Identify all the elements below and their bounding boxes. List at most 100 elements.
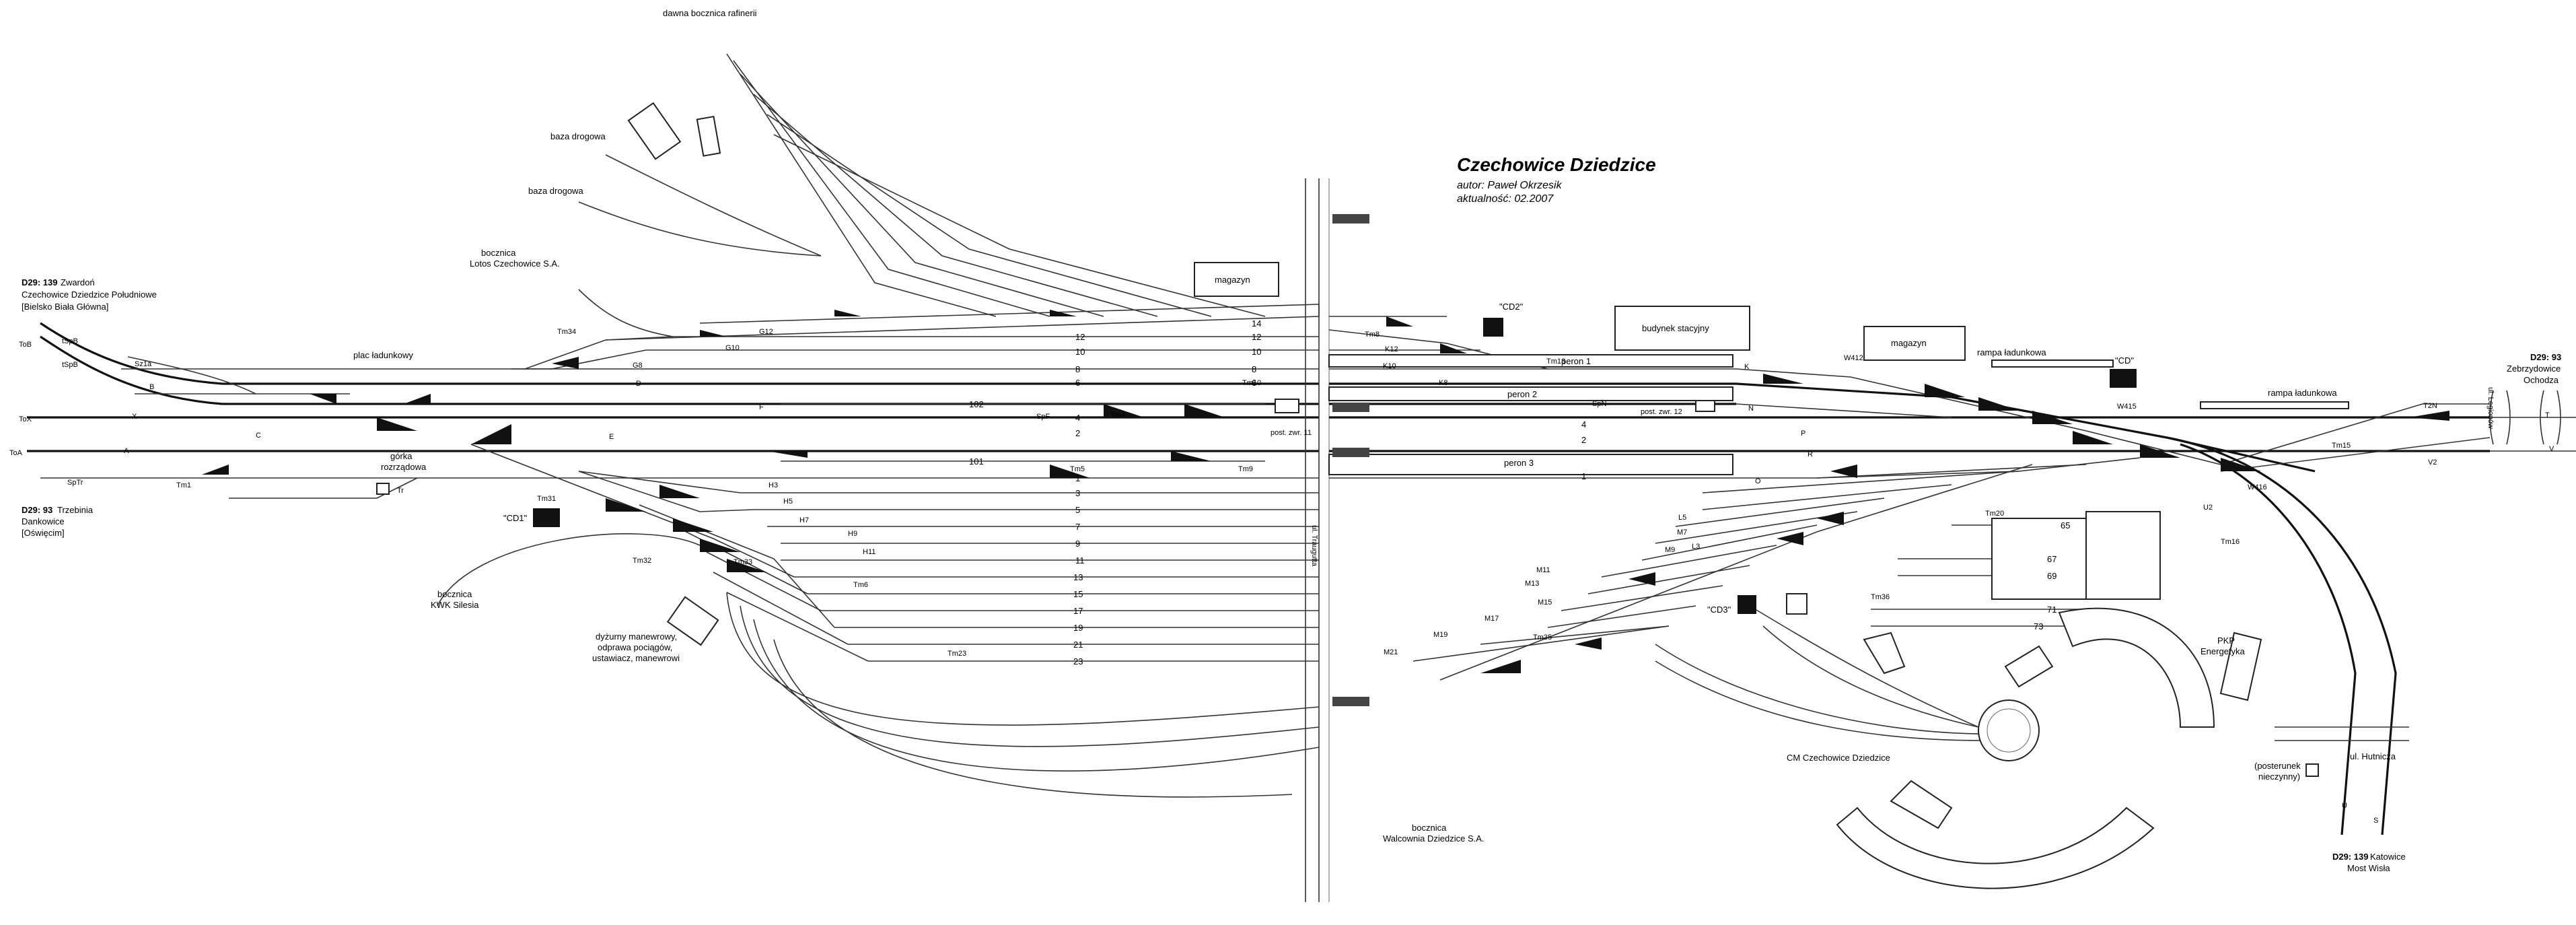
street-hutnicza-label: ul. Hutnicza <box>2350 751 2396 761</box>
track-sz1a <box>127 356 256 395</box>
station-building-label: budynek stacyjny <box>1642 323 1709 333</box>
signal-right-11: L5 <box>1678 514 1686 522</box>
loading-area-label: plac ładunkowy <box>353 350 413 360</box>
signal-right-9: O <box>1755 477 1761 485</box>
platform-2 <box>1328 386 1733 401</box>
track-label-left-7: 101 <box>969 456 984 467</box>
pkp-label: PKP <box>2217 636 2235 646</box>
signal-left-0: ToB <box>19 341 32 349</box>
cd2-label: "CD2" <box>1499 302 1524 312</box>
signal-left-17: G12 <box>759 328 773 336</box>
walcownia-name-label: Walcownia Dziedzice S.A. <box>1383 833 1484 844</box>
track-label-left-15: 15 <box>1073 589 1083 599</box>
track-label-left-2: 8 <box>1075 364 1080 374</box>
signal-left-15: Tm6 <box>853 581 868 589</box>
track-label-left-1: 10 <box>1075 347 1085 357</box>
track-label-right-3: 8 <box>1252 364 1256 374</box>
cd-label: "CD" <box>2115 355 2134 366</box>
signal-left-5: SpTr <box>67 479 83 487</box>
track-label-left-12: 9 <box>1075 539 1080 549</box>
updated-text: aktualność: 02.2007 <box>1457 193 1554 205</box>
overpass: ul. Traugutta <box>1305 178 1330 902</box>
signal-right-12: M7 <box>1677 528 1687 537</box>
yard-track-label-4: 73 <box>2034 621 2043 631</box>
hump-label: górka <box>390 451 413 461</box>
track-label-left-0: 12 <box>1075 332 1085 342</box>
signal-right-3: K8 <box>1439 379 1447 387</box>
signal-left-11: Tm10 <box>1242 379 1261 387</box>
track-label-left-5: 4 <box>1075 413 1080 423</box>
lotos-siding-label: bocznica <box>481 248 516 258</box>
signal-left-33: Sz1a <box>135 360 152 368</box>
post-unused-1-label: (posterunek <box>2254 761 2301 771</box>
track-label-left-4: 102 <box>969 399 984 409</box>
signal-right-30: U <box>2342 802 2347 810</box>
signal-right-25: T2N <box>2423 402 2437 410</box>
yard-track-label-2: 69 <box>2047 571 2056 581</box>
signal-right-20: Tm35 <box>1533 633 1552 642</box>
dest-right: Zebrzydowice <box>2507 364 2561 374</box>
warehouse-right-label: magazyn <box>1891 338 1927 348</box>
cd1-box <box>533 508 560 527</box>
platform-1 <box>1328 354 1733 368</box>
duty-1-label: dyżurny manewrowy, <box>596 631 677 642</box>
track-label-left-8: 1 <box>1075 473 1080 483</box>
signal-right-29: S <box>2373 817 2378 825</box>
signal-right-8: R <box>1808 450 1813 458</box>
duty-2-label: odprawa pociągów, <box>598 642 672 652</box>
buildings: magazyn budynek stacyjny magazyn peron 1… <box>376 102 2576 777</box>
signal-left-30: B <box>149 383 154 391</box>
signal-left-16: Tm23 <box>947 650 966 658</box>
platform-3-label: peron 3 <box>1504 458 1534 468</box>
signal-right-15: M13 <box>1525 580 1539 588</box>
pkp-energetyka-label: Energetyka <box>2201 646 2246 656</box>
station-top-left: Czechowice Dziedzice Południowe <box>22 289 157 300</box>
signal-right-0: Tm8 <box>1365 331 1380 339</box>
dest-bottom-left: Trzebinia <box>57 505 94 515</box>
warehouse-left <box>1194 262 1279 297</box>
left-yard-tracks <box>437 53 1320 798</box>
main-track-6-left <box>40 322 1319 385</box>
signal-right-23: Tm15 <box>2332 442 2351 450</box>
signal-left-7: Tm34 <box>557 328 576 336</box>
cd-box <box>2110 369 2137 388</box>
signal-left-1: tSpB <box>62 337 78 345</box>
track-label-right-2: 10 <box>1252 347 1261 357</box>
edge-bottom-left: D29: 93 Trzebinia Dankowice [Oświęcim] <box>22 505 94 538</box>
cd2-box <box>1483 318 1503 337</box>
track-label-left-3: 6 <box>1075 378 1080 388</box>
signal-right-7: P <box>1801 430 1805 438</box>
track-label-left-10: 5 <box>1075 505 1080 515</box>
signal-left-6: Tm1 <box>176 481 191 489</box>
cd3-label: "CD3" <box>1707 605 1731 615</box>
platform-2-label: peron 2 <box>1507 389 1537 399</box>
signal-left-2: tSpB <box>62 361 78 369</box>
street-legionow-label: ul. Legionów <box>2486 387 2495 429</box>
signal-left-29: A <box>124 447 129 455</box>
left-labels: dawna bocznica rafinerii baza drogowa ba… <box>353 8 2495 844</box>
track-label-right-0: 14 <box>1252 318 1261 329</box>
signal-left-22: F <box>759 403 764 411</box>
track-label-left-14: 13 <box>1073 572 1083 582</box>
track-label-right-1: 12 <box>1252 332 1261 342</box>
post-11-label: post. zwr. 11 <box>1271 429 1312 437</box>
signal-left-3: ToX <box>19 415 32 423</box>
edge-right: D29: 93 Zebrzydowice Ochodza <box>2507 352 2561 385</box>
signal-left-25: H7 <box>799 516 809 524</box>
signal-left-31: C <box>256 432 261 440</box>
switch-markers <box>202 310 2449 673</box>
track-label-left-6: 2 <box>1075 428 1080 438</box>
signal-right-18: M19 <box>1433 631 1447 639</box>
hump2-label: rozrządowa <box>381 462 427 472</box>
signal-right-2: K10 <box>1383 362 1396 370</box>
dest-top-left: Zwardoń <box>61 277 95 287</box>
loading-ramp-2-label: rampa ładunkowa <box>2268 388 2337 398</box>
signal-right-24: Tm16 <box>2221 538 2240 546</box>
track-label-right-5: 4 <box>1581 419 1586 430</box>
yard-track-label-1: 67 <box>2047 554 2056 564</box>
warehouse-left-label: magazyn <box>1215 275 1250 285</box>
cd1-label: "CD1" <box>503 513 528 523</box>
road-base-1-label: baza drogowa <box>550 131 606 141</box>
line-number-bottom-right: D29: 139 <box>2332 852 2368 862</box>
